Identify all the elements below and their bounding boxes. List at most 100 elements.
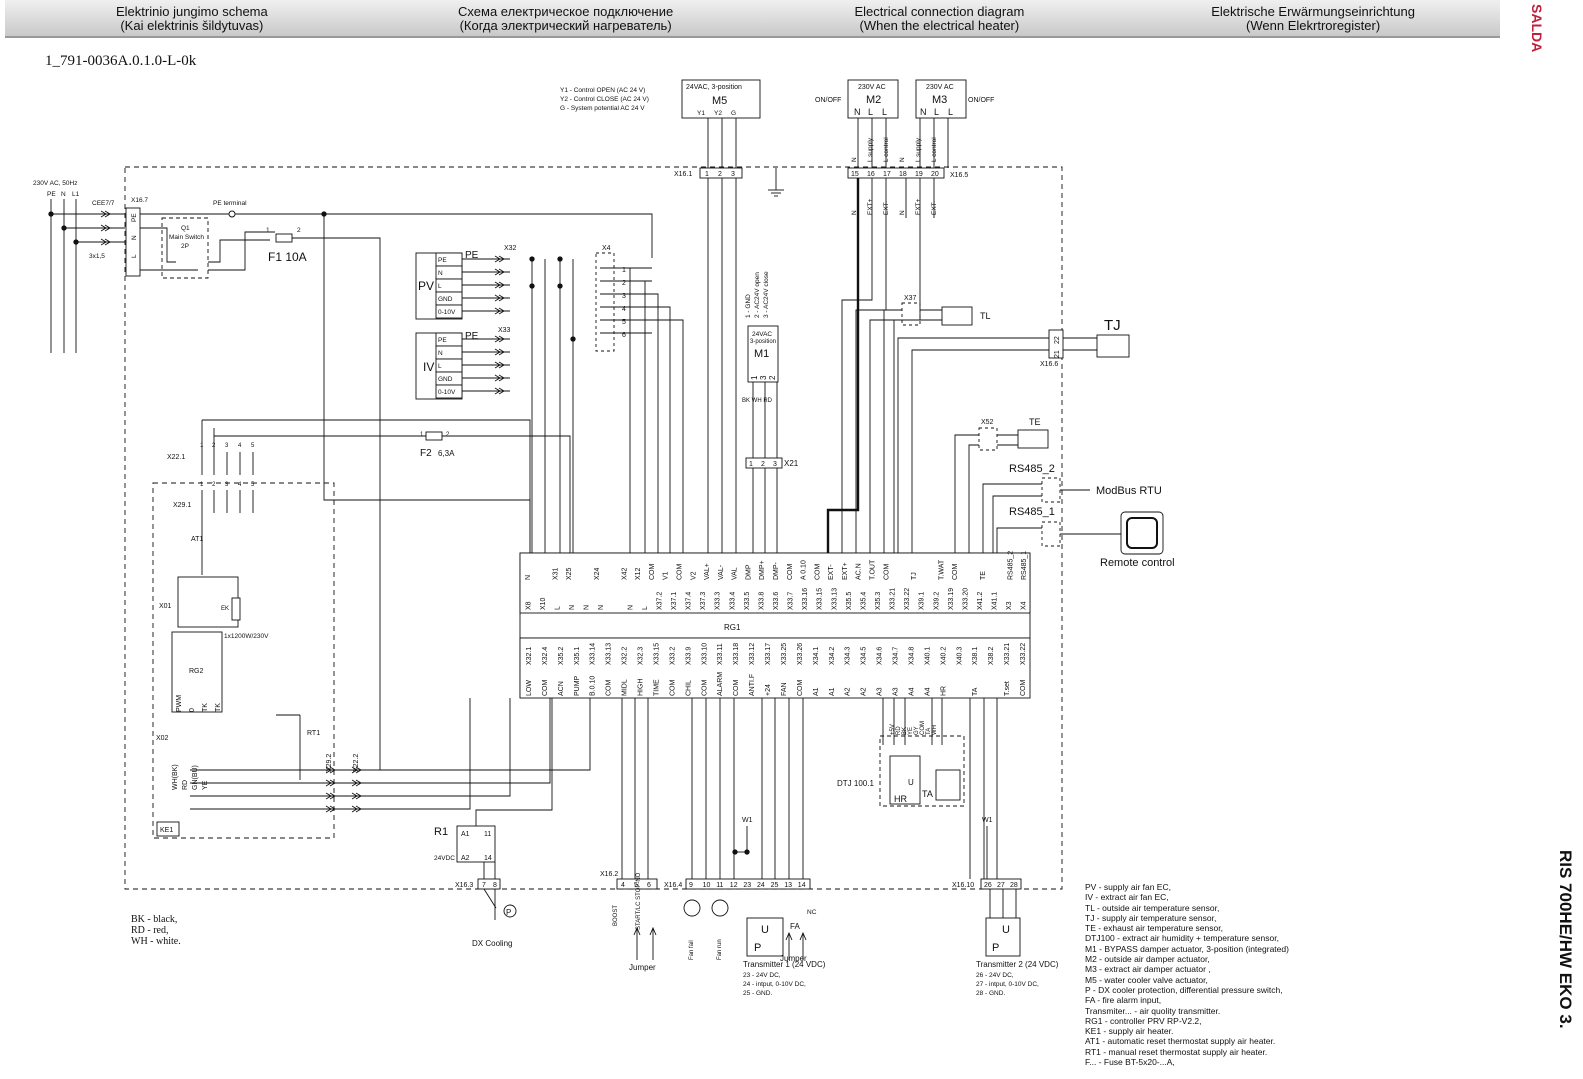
dtj-wire: +5V	[890, 724, 896, 735]
dtj-label: DTJ 100.1	[837, 779, 874, 788]
dtj-wire: WH	[932, 725, 938, 735]
x16-4-pin: 12	[730, 882, 738, 889]
m3-name: M3	[932, 94, 947, 106]
x16-4-pin: 24	[757, 882, 765, 889]
heater-to-rg1	[190, 698, 471, 810]
rg1-bot-signal: A1	[813, 687, 820, 696]
m1-pin: 2	[768, 375, 777, 380]
pv-pe: PE	[465, 250, 479, 261]
iv-pin: L	[438, 363, 442, 370]
rg1-top-term: X33.15	[817, 588, 824, 610]
x21-pin: 3	[773, 461, 777, 468]
m5-note: Y1 - Control OPEN (AC 24 V)	[560, 87, 645, 94]
rg1-top-term: X37.4	[686, 592, 693, 610]
rs485-1-label: RS485_1	[1009, 506, 1055, 518]
x4-pin: 4	[622, 306, 626, 313]
rg1-top-term: X33.19	[948, 588, 955, 610]
te-rg	[968, 444, 979, 560]
rg1-top-signal: X31	[552, 567, 559, 580]
rg1-bot-signal: FAN	[781, 682, 788, 696]
q1-out-l	[208, 231, 275, 271]
header-ru-line2: (Когда электрический нагреватель)	[459, 18, 672, 33]
m2-pin: N	[854, 107, 861, 117]
rg1-bot-term: X33.10	[701, 643, 708, 665]
x16-1-terminal	[699, 167, 743, 179]
x16-10-pin: 27	[997, 882, 1005, 889]
m2-name: M2	[866, 94, 881, 106]
t1-title: Transmitter 1 (24 VDC)	[743, 960, 826, 969]
rg1-top-signal: X42	[621, 567, 628, 580]
connector-symbol	[325, 766, 336, 774]
heater-to-rg1	[190, 698, 511, 797]
legend-item: TJ - supply air temperature sensor,	[1085, 912, 1217, 923]
plug-label: CEE7/7	[92, 200, 115, 207]
heater-to-rg1	[190, 698, 591, 771]
header-lt-line2: (Kai elektrinis šildytuvas)	[120, 18, 264, 33]
rg1-top-term: X39.1	[919, 592, 926, 610]
rg1-top-signal: TJ	[911, 572, 918, 580]
rg1-top-signal: DMP+	[759, 560, 766, 580]
x16-5-bottom: EXT+	[867, 198, 874, 215]
rg1-bot-term: X33.18	[733, 643, 740, 665]
rg1-bot-term: X33.17	[765, 643, 772, 665]
te-label: TE	[1029, 417, 1041, 427]
fa-label: FA	[790, 922, 800, 931]
rg2-label: RG2	[189, 668, 204, 675]
rg1-top-term: N	[627, 605, 634, 610]
rg1-bot-term: X34.3	[845, 647, 852, 665]
legend-item: TL - outside air temperature sensor,	[1085, 902, 1220, 913]
connector-symbol	[494, 335, 505, 343]
q1-poles: 2P	[181, 243, 189, 250]
rg1-bot-term: X33.9	[685, 647, 692, 665]
rg1-bot-signal: COM	[669, 680, 676, 697]
legend-item: M2 - outside air damper actuator,	[1085, 954, 1210, 965]
x16-5-terminal	[847, 167, 945, 179]
rg1-top-term: X4	[1021, 601, 1028, 610]
iv-label: IV	[423, 360, 434, 374]
rg1-bot-term: X33.12	[749, 643, 756, 665]
x52-block	[978, 427, 998, 451]
x16-4-pin: 14	[798, 882, 806, 889]
x16-1-label: X16.1	[674, 171, 692, 178]
rg1-top-signal: VAL-	[718, 564, 725, 580]
connector-symbol	[494, 387, 505, 395]
r1-pin: A1	[461, 831, 470, 838]
rs485-1-block	[1041, 521, 1061, 547]
x16-5-bottom: EXT+	[915, 198, 922, 215]
fan-signal	[652, 319, 684, 560]
supply-pe: PE	[47, 191, 56, 198]
x16-4-pin: 11	[716, 882, 723, 889]
x16-5-bottom: N	[851, 210, 858, 215]
x16-1-pin: 1	[705, 171, 709, 178]
header-en: Electrical connection diagram(When the e…	[753, 0, 1127, 36]
rg1-bot-term: X34.2	[829, 647, 836, 665]
tj-label: TJ	[1104, 317, 1121, 334]
title-header: Elektrinio jungimo schema(Kai elektrinis…	[5, 0, 1500, 38]
m3-type: 230V AC	[926, 84, 954, 91]
heater-block	[177, 576, 239, 628]
rg1-top-signal: COM	[649, 564, 656, 581]
t2-u: U	[1002, 924, 1010, 936]
m3-pin: L	[948, 107, 953, 117]
heater-n	[202, 419, 531, 553]
rg1-bot-term: X32.2	[622, 647, 629, 665]
rg1-top-term: X33.6	[773, 592, 780, 610]
pv-label: PV	[418, 279, 434, 293]
rg1-top-signal: COM	[677, 564, 684, 581]
start-label: START/LC STOP-NO	[636, 872, 642, 930]
plug-pin	[100, 210, 111, 218]
fan-signal	[644, 280, 652, 560]
rg1-top-term: X41.1	[992, 592, 999, 610]
ext-rg	[855, 218, 887, 560]
x22-1-pin: 5	[251, 443, 255, 449]
rg1-bot-signal: ANTI.F	[749, 674, 756, 696]
m1-type: 3-position	[750, 339, 776, 345]
rg1-bot-signal: A3	[877, 687, 884, 696]
rg1-bot-signal: COM	[542, 680, 549, 697]
dx-label: DX Cooling	[472, 939, 512, 948]
connector-symbol	[325, 805, 336, 813]
rg1-bot-term: X33.21	[1004, 643, 1011, 665]
x16-7-pin: PE	[131, 213, 138, 222]
rg1-bot-signal: A3	[893, 687, 900, 696]
